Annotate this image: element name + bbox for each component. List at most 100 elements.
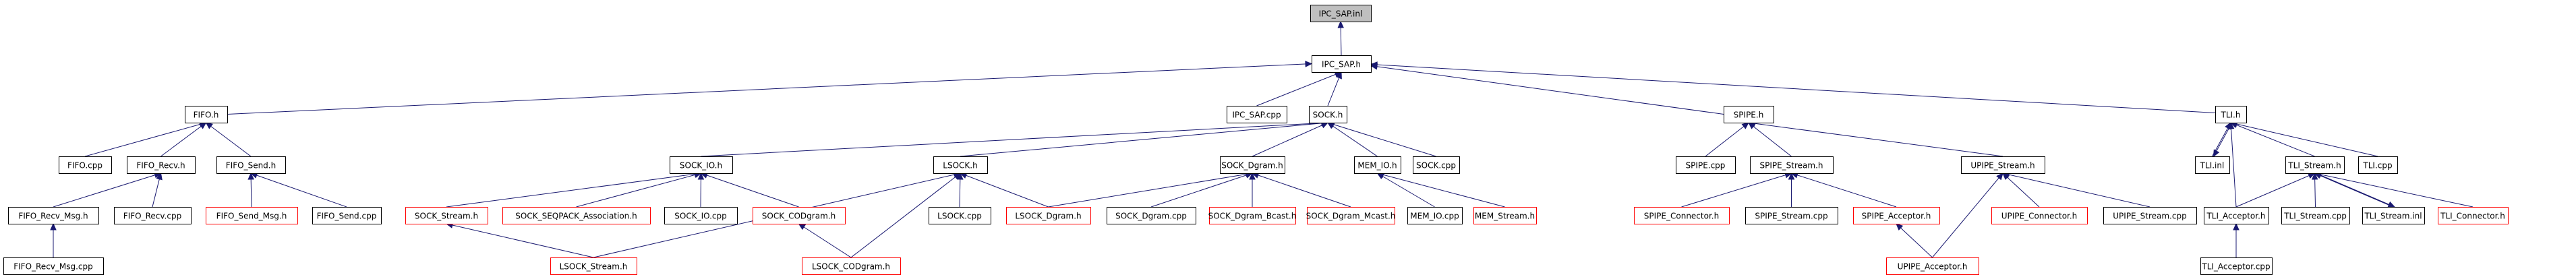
graph-node-spipe-stream-h[interactable]: SPIPE_Stream.h [1750, 156, 1834, 174]
node-label: TLI_Connector.h [2440, 212, 2505, 221]
graph-node-fifo-send-cpp[interactable]: FIFO_Send.cpp [312, 207, 382, 224]
node-label: FIFO_Recv.cpp [123, 212, 181, 221]
node-box [929, 207, 991, 224]
graph-node-fifo-recv-h[interactable]: FIFO_Recv.h [127, 156, 196, 174]
arrowhead-icon [1320, 122, 1329, 129]
dependency-edge [1150, 173, 1253, 208]
graph-node-sock-seqpack-h[interactable]: SOCK_SEQPACK_Association.h [502, 207, 651, 224]
dependency-edge [2230, 122, 2378, 157]
graph-node-tli-h[interactable]: TLI.h [2215, 106, 2247, 123]
graph-node-tli-acceptor-cpp[interactable]: TLI_Acceptor.cpp [2200, 257, 2273, 275]
node-box [2438, 207, 2509, 224]
graph-node-sock-dgram-cpp[interactable]: SOCK_Dgram.cpp [1107, 207, 1196, 224]
graph-node-sock-io-h[interactable]: SOCK_IO.h [670, 156, 733, 174]
node-label: FIFO.cpp [67, 161, 103, 171]
graph-node-sock-io-cpp[interactable]: SOCK_IO.cpp [664, 207, 738, 224]
node-label: SOCK_IO.cpp [674, 212, 726, 221]
graph-node-tli-stream-inl[interactable]: TLI_Stream.inl [2362, 207, 2425, 224]
node-box [2200, 257, 2273, 275]
node-label: MEM_IO.cpp [1410, 212, 1459, 221]
dependency-edge [2230, 122, 2237, 208]
graph-node-spipe-stream-cpp[interactable]: SPIPE_Stream.cpp [1745, 207, 1838, 224]
dependency-edge [2316, 173, 2395, 208]
graph-node-sock-cpp[interactable]: SOCK.cpp [1413, 156, 1460, 174]
graph-node-tli-stream-cpp[interactable]: TLI_Stream.cpp [2281, 207, 2350, 224]
graph-node-lsock-cpp[interactable]: LSOCK.cpp [929, 207, 991, 224]
graph-node-fifo-recv-msg-h[interactable]: FIFO_Recv_Msg.h [8, 207, 99, 224]
node-label: SOCK_Dgram.h [1221, 161, 1283, 171]
graph-node-fifo-recv-msg-cpp[interactable]: FIFO_Recv_Msg.cpp [3, 257, 104, 275]
graph-node-lsock-h[interactable]: LSOCK.h [933, 156, 988, 174]
node-box [933, 156, 988, 174]
graph-node-mem-io-h[interactable]: MEM_IO.h [1354, 156, 1401, 174]
node-label: MEM_Stream.h [1475, 212, 1535, 221]
dependency-edge [576, 173, 701, 208]
dependency-edge [84, 122, 206, 157]
node-label: IPC_SAP.inl [1319, 9, 1363, 19]
node-label: SOCK_Dgram.cpp [1115, 212, 1187, 221]
dependency-edge [2314, 173, 2473, 208]
graph-node-tli-stream-h[interactable]: TLI_Stream.h [2285, 156, 2345, 174]
graph-node-lsock-dgram-h[interactable]: LSOCK_Dgram.h [1006, 207, 1091, 224]
node-label: SPIPE_Stream.cpp [1755, 212, 1827, 221]
graph-node-fifo-recv-cpp[interactable]: FIFO_Recv.cpp [114, 207, 192, 224]
node-label: UPIPE_Stream.cpp [2113, 212, 2186, 221]
graph-node-lsock-codgram-h[interactable]: LSOCK_CODgram.h [802, 257, 901, 275]
node-label: UPIPE_Stream.h [1970, 161, 2035, 171]
node-box [1407, 207, 1463, 224]
graph-node-spipe-acceptor-h[interactable]: SPIPE_Acceptor.h [1853, 207, 1940, 224]
graph-node-tli-cpp[interactable]: TLI.cpp [2358, 156, 2398, 174]
node-box [1961, 156, 2045, 174]
graph-node-fifo-send-h[interactable]: FIFO_Send.h [216, 156, 286, 174]
dependency-edge [1748, 122, 1792, 157]
graph-node-ipc-sap-h[interactable]: IPC_SAP.h [1312, 55, 1372, 73]
node-label: TLI_Acceptor.h [2206, 212, 2265, 221]
node-box [1006, 207, 1091, 224]
graph-node-spipe-connector-h[interactable]: SPIPE_Connector.h [1634, 207, 1730, 224]
node-box [1750, 156, 1834, 174]
graph-node-sock-h[interactable]: SOCK.h [1309, 106, 1347, 123]
graph-node-tli-acceptor-h[interactable]: TLI_Acceptor.h [2204, 207, 2269, 224]
arrowhead-icon [2227, 121, 2235, 129]
dependency-edge [446, 173, 701, 208]
dependency-edge [160, 122, 206, 157]
graph-node-fifo-send-msg-h[interactable]: FIFO_Send_Msg.h [206, 207, 298, 224]
graph-node-sock-dgram-bcast-h[interactable]: SOCK_Dgram_Bcast.h [1208, 207, 1297, 224]
node-box [670, 156, 733, 174]
node-box [1745, 207, 1838, 224]
graph-node-sock-dgram-mcast-h[interactable]: SOCK_Dgram_Mcast.h [1306, 207, 1396, 224]
graph-node-fifo-cpp[interactable]: FIFO.cpp [59, 156, 112, 174]
graph-node-upipe-acceptor-h[interactable]: UPIPE_Acceptor.h [1886, 257, 1979, 275]
graph-node-spipe-h[interactable]: SPIPE.h [1724, 106, 1774, 123]
node-label: SPIPE_Stream.h [1759, 161, 1823, 171]
graph-node-ipc-sap-cpp[interactable]: IPC_SAP.cpp [1227, 106, 1287, 123]
graph-node-spipe-cpp[interactable]: SPIPE.cpp [1676, 156, 1736, 174]
graph-node-tli-inl[interactable]: TLI.inl [2195, 156, 2230, 174]
graph-node-upipe-stream-h[interactable]: UPIPE_Stream.h [1961, 156, 2045, 174]
graph-node-lsock-stream-h[interactable]: LSOCK_Stream.h [550, 257, 637, 275]
graph-node-fifo-h[interactable]: FIFO.h [185, 106, 228, 123]
graph-node-sock-codgram-h[interactable]: SOCK_CODgram.h [753, 207, 846, 224]
node-label: FIFO_Send.h [226, 161, 276, 171]
node-label: SOCK_Dgram_Bcast.h [1208, 212, 1297, 221]
node-box [664, 207, 738, 224]
node-label: SOCK_SEQPACK_Association.h [515, 212, 637, 221]
graph-node-upipe-stream-cpp[interactable]: UPIPE_Stream.cpp [2103, 207, 2197, 224]
arrowhead-icon [1337, 20, 1344, 28]
arrowhead-icon [957, 172, 964, 180]
arrowhead-icon [1896, 223, 1904, 230]
node-label: FIFO_Recv_Msg.cpp [13, 262, 93, 272]
graph-node-upipe-connector-h[interactable]: UPIPE_Connector.h [1991, 207, 2088, 224]
graph-node-sock-stream-h[interactable]: SOCK_Stream.h [405, 207, 488, 224]
node-label: LSOCK_Stream.h [560, 262, 628, 272]
node-box [8, 207, 99, 224]
graph-node-tli-connector-h[interactable]: TLI_Connector.h [2438, 207, 2509, 224]
node-box [2103, 207, 2197, 224]
graph-node-mem-io-cpp[interactable]: MEM_IO.cpp [1407, 207, 1463, 224]
graph-node-mem-stream-h[interactable]: MEM_Stream.h [1473, 207, 1537, 224]
node-box [2285, 156, 2345, 174]
graph-node-sock-dgram-h[interactable]: SOCK_Dgram.h [1220, 156, 1285, 174]
arrowhead-icon [2311, 172, 2318, 180]
